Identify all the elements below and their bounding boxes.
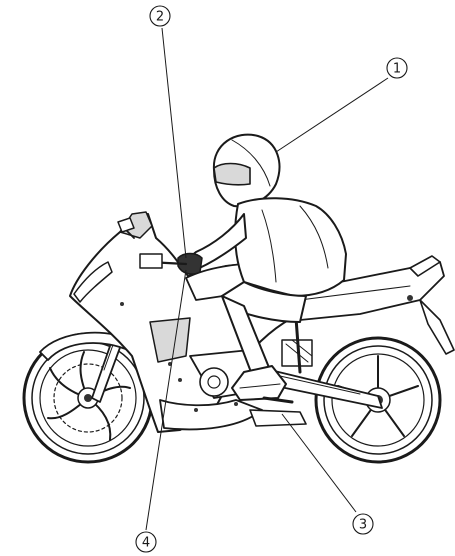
leader-1 xyxy=(276,78,388,152)
callout-2: 2 xyxy=(150,6,170,26)
callout-2-label: 2 xyxy=(156,10,164,25)
callout-3: 3 xyxy=(353,514,373,534)
leader-3 xyxy=(282,414,356,512)
exhaust xyxy=(250,410,306,426)
leader-2 xyxy=(162,28,186,258)
callout-1-label: 1 xyxy=(393,62,401,77)
callout-4: 4 xyxy=(136,532,156,552)
callout-1: 1 xyxy=(387,58,407,78)
callout-4-label: 4 xyxy=(142,536,150,551)
callout-3-label: 3 xyxy=(359,518,367,533)
footpeg xyxy=(264,398,292,402)
